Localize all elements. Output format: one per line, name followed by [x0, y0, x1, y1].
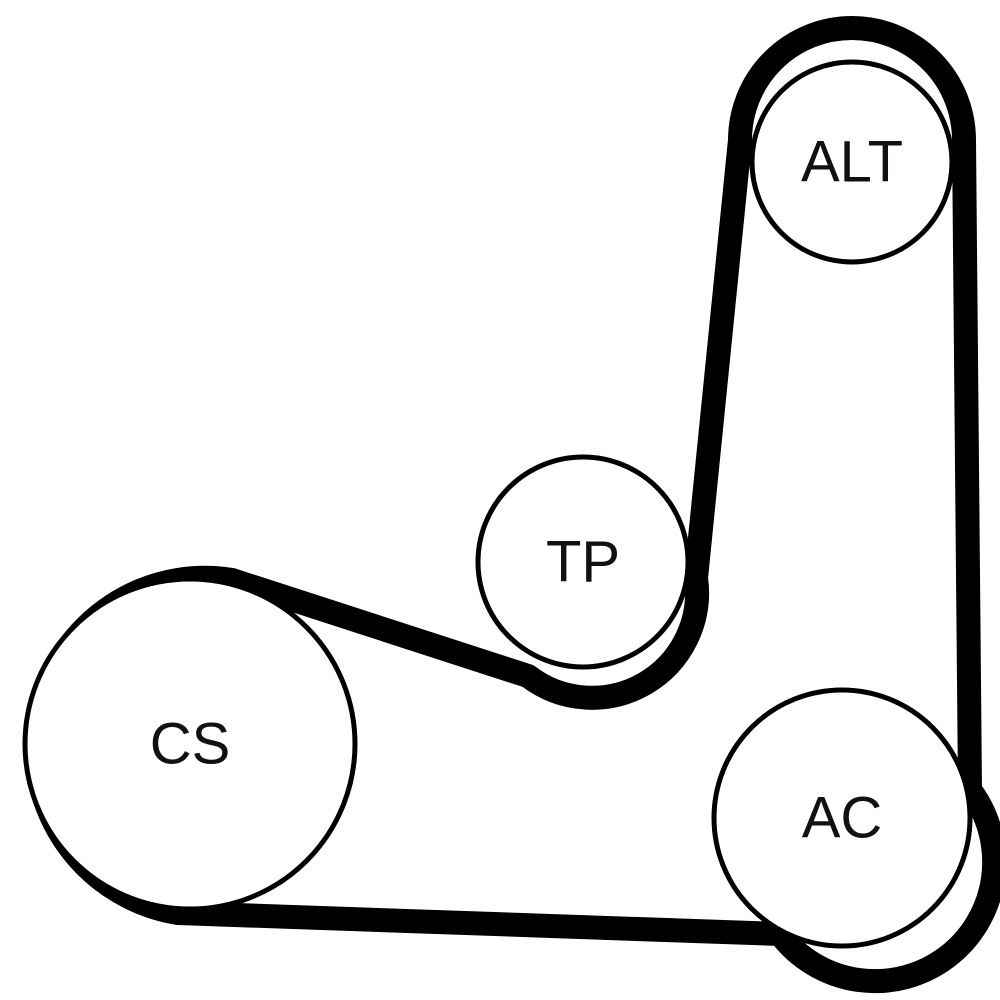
pulley-ac-circle — [711, 687, 973, 949]
pulley-alt-circle — [749, 59, 955, 265]
pulley-cs-label: CS — [150, 712, 231, 777]
pulley-alt-label: ALT — [801, 130, 903, 195]
pulley-cs-circle — [22, 576, 358, 912]
pulley-tp-label: TP — [546, 530, 620, 595]
pulley-cs: CS — [22, 576, 358, 912]
pulley-tp: TP — [475, 454, 691, 670]
serpentine-belt — [24, 16, 1000, 994]
pulley-alt: ALT — [749, 59, 955, 265]
pulley-ac: AC — [711, 687, 973, 949]
pulley-tp-circle — [475, 454, 691, 670]
pulley-ac-label: AC — [802, 786, 883, 851]
